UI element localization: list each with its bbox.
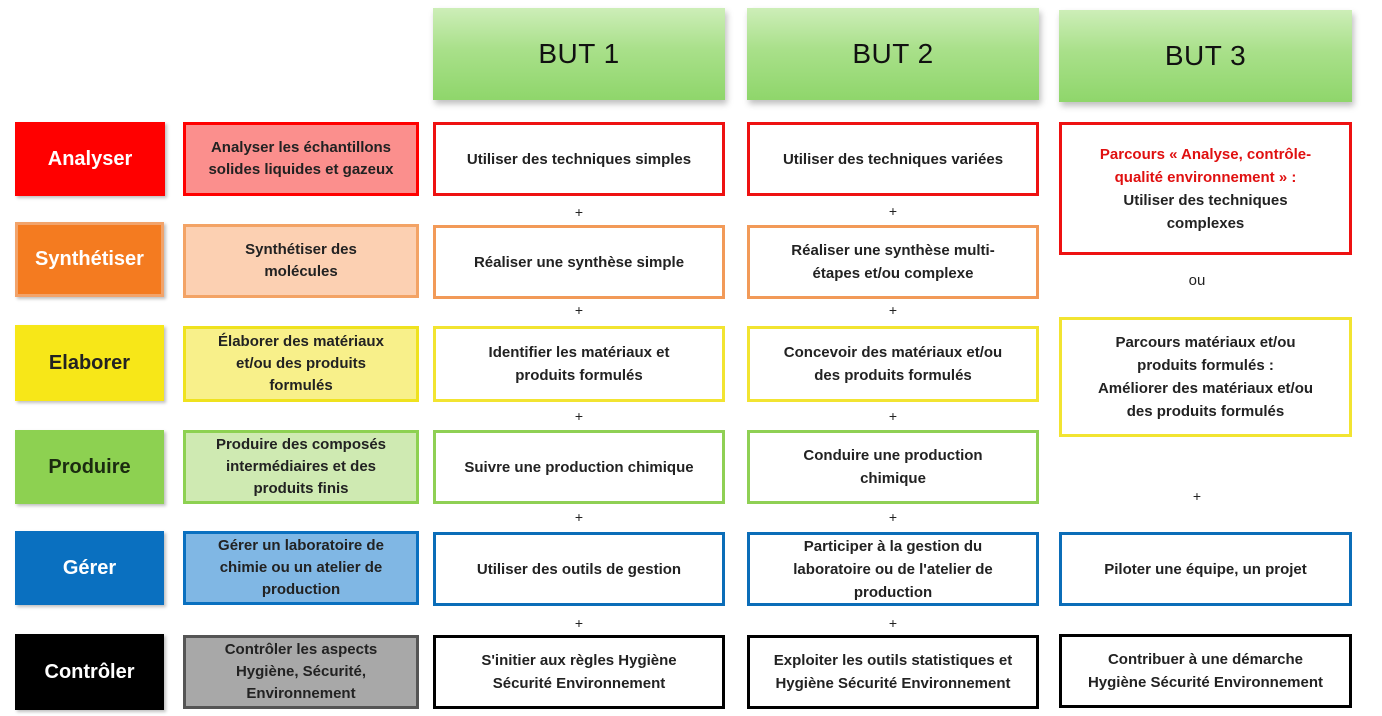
description-produire: Produire des composés intermédiaires et … — [183, 430, 419, 504]
description-line: Analyser les échantillons — [210, 139, 392, 156]
plus-connector: + — [574, 408, 584, 424]
description-line: Élaborer des matériaux — [218, 333, 384, 350]
level-line: Conduire une production — [803, 447, 983, 464]
level-line: Concevoir des matériaux et/ou — [783, 344, 1003, 361]
level-line: Utiliser des techniques — [1123, 191, 1288, 209]
plus-connector: + — [888, 615, 898, 631]
description-line: et/ou des produits — [235, 355, 366, 372]
plus-connector: + — [888, 302, 898, 318]
level-line: des produits formulés — [1126, 403, 1285, 420]
plus-connector: + — [574, 509, 584, 525]
description-line: Synthétiser des — [245, 241, 357, 258]
but1-elaborer: Identifier les matériaux et produits for… — [433, 326, 725, 402]
competence-gerer: Gérer — [15, 531, 164, 605]
but2-gerer: Participer à la gestion du laboratoire o… — [747, 532, 1039, 606]
level-line: S'initier aux règles Hygiène — [481, 652, 677, 669]
description-line: Hygiène, Sécurité, — [235, 663, 367, 680]
competence-synthetiser: Synthétiser — [15, 222, 164, 297]
competence-produire: Produire — [15, 430, 164, 504]
description-line: Environnement — [246, 685, 356, 702]
but1-header: BUT 1 — [433, 8, 725, 100]
but3-materiaux-parcours: Parcours matériaux et/ou produits formul… — [1059, 317, 1352, 437]
level-line: Hygiène Sécurité Environnement — [1087, 674, 1324, 691]
but1-produire: Suivre une production chimique — [433, 430, 725, 504]
level-line: Hygiène Sécurité Environnement — [775, 675, 1011, 692]
but2-produire: Conduire une production chimique — [747, 430, 1039, 504]
level-line: Utiliser des outils de gestion — [476, 560, 682, 578]
description-analyser: Analyser les échantillons solides liquid… — [183, 122, 419, 196]
level-line: chimique — [860, 470, 926, 487]
level-line: Améliorer des matériaux et/ou — [1097, 380, 1314, 397]
but1-synthetiser: Réaliser une synthèse simple — [433, 225, 725, 299]
level-line: Utiliser des techniques simples — [466, 150, 692, 168]
level-line: Sécurité Environnement — [492, 675, 666, 692]
plus-connector: + — [574, 204, 584, 220]
plus-connector: + — [1192, 488, 1202, 504]
plus-connector: + — [888, 203, 898, 219]
plus-connector: + — [574, 615, 584, 631]
but1-controler: S'initier aux règles Hygiène Sécurité En… — [433, 635, 725, 709]
level-line: étapes et/ou complexe — [812, 265, 974, 282]
but3-analyse-parcours: Parcours « Analyse, contrôle- qualité en… — [1059, 122, 1352, 255]
level-line: Réaliser une synthèse multi- — [791, 242, 995, 259]
but2-synthetiser: Réaliser une synthèse multi- étapes et/o… — [747, 225, 1039, 299]
but1-gerer: Utiliser des outils de gestion — [433, 532, 725, 606]
description-controler: Contrôler les aspects Hygiène, Sécurité,… — [183, 635, 419, 709]
description-line: formulés — [269, 377, 333, 394]
but2-controler: Exploiter les outils statistiques et Hyg… — [747, 635, 1039, 709]
description-line: production — [261, 581, 341, 598]
description-line: Produire des composés — [215, 436, 387, 453]
level-line: Parcours matériaux et/ou — [1115, 334, 1296, 351]
description-line: Gérer un laboratoire de — [218, 537, 384, 554]
description-line: solides liquides et gazeux — [208, 161, 394, 178]
level-line: produits formulés — [515, 367, 643, 384]
level-line: Réaliser une synthèse simple — [473, 253, 685, 271]
plus-connector: + — [888, 408, 898, 424]
level-line: Suivre une production chimique — [464, 458, 694, 476]
level-line: Identifier les matériaux et — [488, 344, 670, 361]
description-gerer: Gérer un laboratoire de chimie ou un ate… — [183, 531, 419, 605]
description-line: intermédiaires et des — [225, 458, 377, 475]
competence-elaborer: Elaborer — [15, 325, 164, 401]
level-line: Exploiter les outils statistiques et — [773, 652, 1013, 669]
parcours-title-line: qualité environnement » : — [1114, 168, 1297, 186]
competence-analyser: Analyser — [15, 122, 165, 196]
parcours-title-line: Parcours « Analyse, contrôle- — [1099, 145, 1312, 163]
level-line: Contribuer à une démarche — [1107, 651, 1304, 668]
level-line: Participer à la gestion du — [803, 537, 983, 555]
level-line: production — [853, 583, 933, 601]
plus-connector: + — [574, 302, 584, 318]
but2-header: BUT 2 — [747, 8, 1039, 100]
plus-connector: + — [888, 509, 898, 525]
description-line: Contrôler les aspects — [224, 641, 378, 658]
but2-analyser: Utiliser des techniques variées — [747, 122, 1039, 196]
ou-connector: ou — [1188, 272, 1206, 289]
description-synthetiser: Synthétiser des molécules — [183, 224, 419, 298]
level-line: des produits formulés — [814, 367, 972, 384]
description-line: molécules — [264, 263, 338, 280]
level-line: laboratoire ou de l'atelier de — [793, 560, 993, 578]
level-line: Piloter une équipe, un projet — [1104, 560, 1307, 578]
but3-controler: Contribuer à une démarche Hygiène Sécuri… — [1059, 634, 1352, 708]
level-line: produits formulés : — [1137, 357, 1274, 374]
description-line: produits finis — [253, 480, 349, 497]
description-elaborer: Élaborer des matériaux et/ou des produit… — [183, 326, 419, 402]
competence-controler: Contrôler — [15, 634, 164, 710]
but1-analyser: Utiliser des techniques simples — [433, 122, 725, 196]
but2-elaborer: Concevoir des matériaux et/ou des produi… — [747, 326, 1039, 402]
but3-header: BUT 3 — [1059, 10, 1352, 102]
but3-gerer: Piloter une équipe, un projet — [1059, 532, 1352, 606]
level-line: complexes — [1166, 214, 1245, 232]
level-line: Utiliser des techniques variées — [782, 150, 1004, 168]
description-line: chimie ou un atelier de — [219, 559, 383, 576]
